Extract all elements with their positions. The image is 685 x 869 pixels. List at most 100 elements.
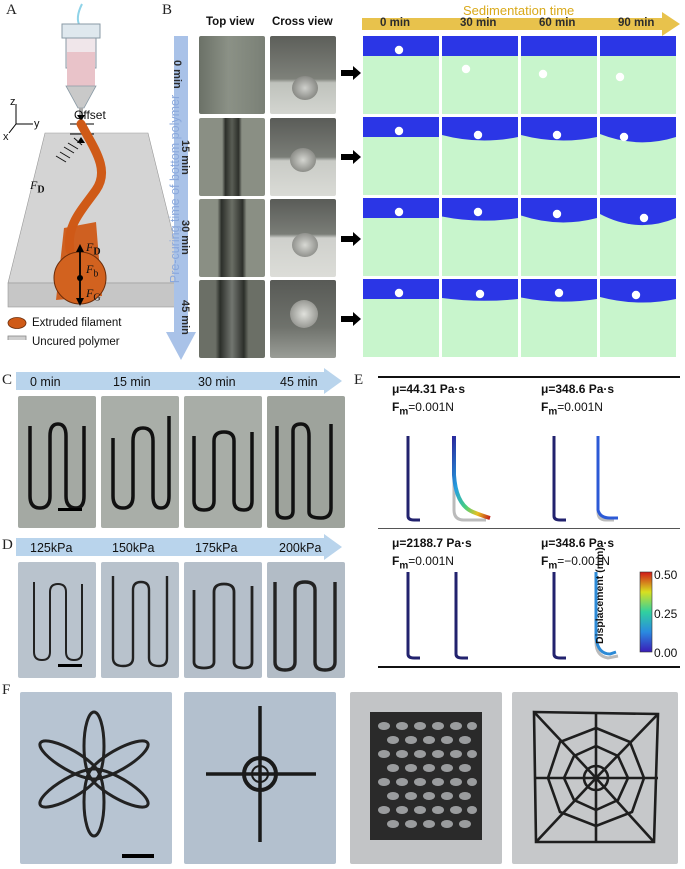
- top-view-photo-1: [199, 118, 265, 196]
- panel-e-bottom-rule: [378, 666, 680, 668]
- fb-label: Fb: [86, 262, 99, 280]
- top-view-photo-2: [199, 199, 265, 277]
- axis-z-label: z: [10, 96, 16, 108]
- row-arrow-2: [341, 232, 361, 246]
- axis-x-label: x: [3, 131, 9, 143]
- offset-label: Offset: [74, 108, 106, 122]
- sim-cell-r3-c0: [363, 279, 439, 357]
- panel-a-schematic: [7, 3, 186, 340]
- panel-c-axis-arrow: [16, 368, 342, 394]
- e-mu-1: μ=348.6 Pa·s: [541, 382, 615, 396]
- sedimentation-title: Sedimentation time: [463, 3, 575, 18]
- precuring-axis-label: Pre-curing time of bottom polymer: [168, 94, 182, 284]
- panel-label-f: F: [2, 682, 11, 698]
- panel-d-label-0: 125kPa: [30, 541, 73, 555]
- colorbar-title: Displacement (mm): [594, 547, 606, 644]
- row-label-0: 0 min: [171, 60, 183, 89]
- sim-cell-r3-c3: [600, 279, 676, 357]
- sed-time-0: 0 min: [380, 17, 411, 29]
- panel-f-photo-web: [512, 692, 678, 864]
- sim-cell-r2-c3: [600, 198, 676, 276]
- cross-view-photo-3: [270, 280, 336, 358]
- e-fm-1: Fm=0.001N: [541, 400, 603, 418]
- panel-c-photo-3: [267, 396, 345, 528]
- cross-view-photo-0: [270, 36, 336, 114]
- sim-cell-r1-c2: [521, 117, 597, 195]
- sim-cell-r2-c2: [521, 198, 597, 276]
- panel-label-d: D: [2, 537, 13, 553]
- displacement-colorbar: [639, 571, 653, 653]
- panel-label-a: A: [6, 2, 17, 18]
- precuring-axis-arrow: [166, 36, 196, 360]
- panel-d-label-2: 175kPa: [195, 541, 238, 555]
- filament-legend-swatch: [7, 317, 27, 329]
- sim-cell-r0-c1: [442, 36, 518, 114]
- polymer-legend-swatch: [7, 335, 27, 340]
- panel-c-label-3: 45 min: [280, 375, 318, 389]
- colorbar-tick-mid: 0.25: [654, 607, 678, 621]
- panel-f-photo-lattice: [350, 692, 502, 864]
- sim-cell-r0-c3: [600, 36, 676, 114]
- sed-time-2: 60 min: [539, 17, 576, 29]
- panel-e-mid-rule: [378, 528, 680, 529]
- legend-filament-text: Extruded filament: [32, 317, 122, 329]
- panel-c-photo-1: [101, 396, 179, 528]
- panel-c-photo-2: [184, 396, 262, 528]
- row-arrow-3: [341, 312, 361, 326]
- sim-cell-r0-c2: [521, 36, 597, 114]
- panel-c-label-0: 0 min: [30, 375, 61, 389]
- top-view-heading: Top view: [206, 16, 255, 28]
- cross-view-photo-2: [270, 199, 336, 277]
- panel-d-photo-3: [267, 562, 345, 678]
- row-arrow-1: [341, 150, 361, 164]
- panel-d-axis-arrow: [16, 534, 342, 560]
- e-fm-0: Fm=0.001N: [392, 400, 454, 418]
- e-mu-3: μ=348.6 Pa·s: [541, 536, 615, 550]
- sim-cell-r2-c1: [442, 198, 518, 276]
- fd-bottom-label: FD: [86, 240, 101, 258]
- colorbar-tick-min: 0.00: [654, 646, 678, 660]
- panel-c-label-2: 30 min: [198, 375, 236, 389]
- e-fm-3: Fm=−0.001N: [541, 554, 610, 572]
- panel-c-label-1: 15 min: [113, 375, 151, 389]
- panel-d-photo-2: [184, 562, 262, 678]
- sed-time-1: 30 min: [460, 17, 497, 29]
- e-fm-2: Fm=0.001N: [392, 554, 454, 572]
- legend-polymer-text: Uncured polymer: [32, 336, 120, 348]
- panel-e-top-rule: [378, 376, 680, 378]
- panel-e-deformation-plots: [406, 436, 653, 660]
- panel-d-label-3: 200kPa: [279, 541, 322, 555]
- axis-y-label: y: [34, 118, 40, 130]
- sim-cell-r0-c0: [363, 36, 439, 114]
- fg-label: FG: [86, 286, 101, 304]
- top-view-photo-3: [199, 280, 265, 358]
- cross-view-heading: Cross view: [272, 16, 333, 28]
- panel-f-photo-flower: [20, 692, 172, 864]
- panel-d-photo-1: [101, 562, 179, 678]
- cross-view-photo-1: [270, 118, 336, 196]
- sim-cell-r1-c0: [363, 117, 439, 195]
- top-view-photo-0: [199, 36, 265, 114]
- panel-label-e: E: [354, 372, 364, 388]
- e-mu-0: μ=44.31 Pa·s: [392, 382, 466, 396]
- sim-cell-r1-c1: [442, 117, 518, 195]
- sim-cell-r2-c0: [363, 198, 439, 276]
- sim-cell-r3-c2: [521, 279, 597, 357]
- row-arrow-0: [341, 66, 361, 80]
- sedimentation-axis-arrow: [362, 12, 680, 36]
- panel-label-c: C: [2, 372, 13, 388]
- panel-d-photo-0: [18, 562, 96, 678]
- sim-cell-r1-c3: [600, 117, 676, 195]
- row-label-1: 15 min: [179, 140, 191, 175]
- row-label-2: 30 min: [179, 220, 191, 255]
- panel-d-label-1: 150kPa: [112, 541, 155, 555]
- sed-time-3: 90 min: [618, 17, 655, 29]
- panel-label-b: B: [162, 2, 173, 18]
- panel-f-photo-cross: [184, 692, 336, 864]
- row-label-3: 45 min: [179, 300, 191, 335]
- colorbar-tick-max: 0.50: [654, 568, 678, 582]
- fd-top-label: FD: [30, 178, 45, 196]
- sim-cell-r3-c1: [442, 279, 518, 357]
- panel-c-photo-0: [18, 396, 96, 528]
- e-mu-2: μ=2188.7 Pa·s: [392, 536, 472, 550]
